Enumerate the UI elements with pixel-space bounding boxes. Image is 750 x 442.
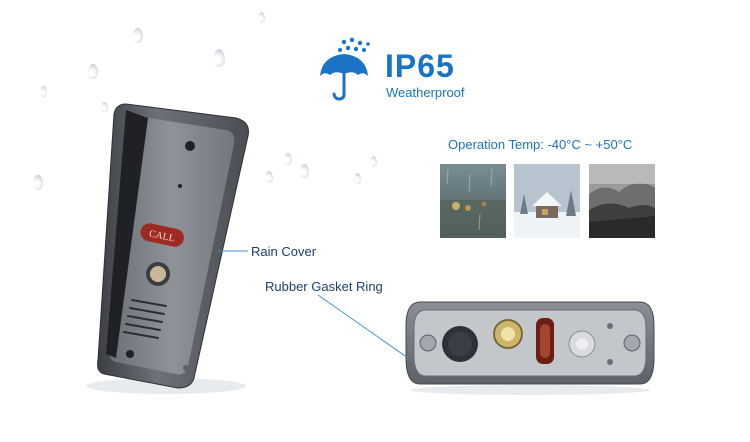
water-drop	[300, 164, 309, 178]
back-housing	[405, 301, 655, 395]
operation-temp-label: Operation Temp: -40°C ~ +50°C	[448, 137, 633, 152]
rubber-gasket-label: Rubber Gasket Ring	[265, 279, 383, 294]
water-drop	[213, 49, 225, 67]
rain-cover-label: Rain Cover	[251, 244, 317, 259]
page-subtitle: Weatherproof	[386, 85, 465, 100]
water-drop	[101, 102, 108, 112]
rainy-window-photo	[440, 164, 506, 238]
water-drop	[258, 12, 265, 23]
water-drop	[370, 156, 377, 167]
water-drop	[40, 86, 47, 97]
call-label: CALL	[148, 228, 176, 244]
water-drop	[265, 171, 273, 183]
water-drop	[133, 28, 143, 43]
water-drop	[284, 153, 292, 165]
water-drop	[33, 175, 43, 190]
water-drop	[354, 173, 361, 184]
door-camera-device: CALL	[86, 103, 249, 394]
page-title: IP65	[385, 48, 455, 84]
misty-forest-photo	[589, 164, 655, 238]
umbrella-rain-icon	[320, 37, 370, 101]
water-drop	[88, 64, 98, 79]
snowy-house-photo	[514, 164, 580, 238]
